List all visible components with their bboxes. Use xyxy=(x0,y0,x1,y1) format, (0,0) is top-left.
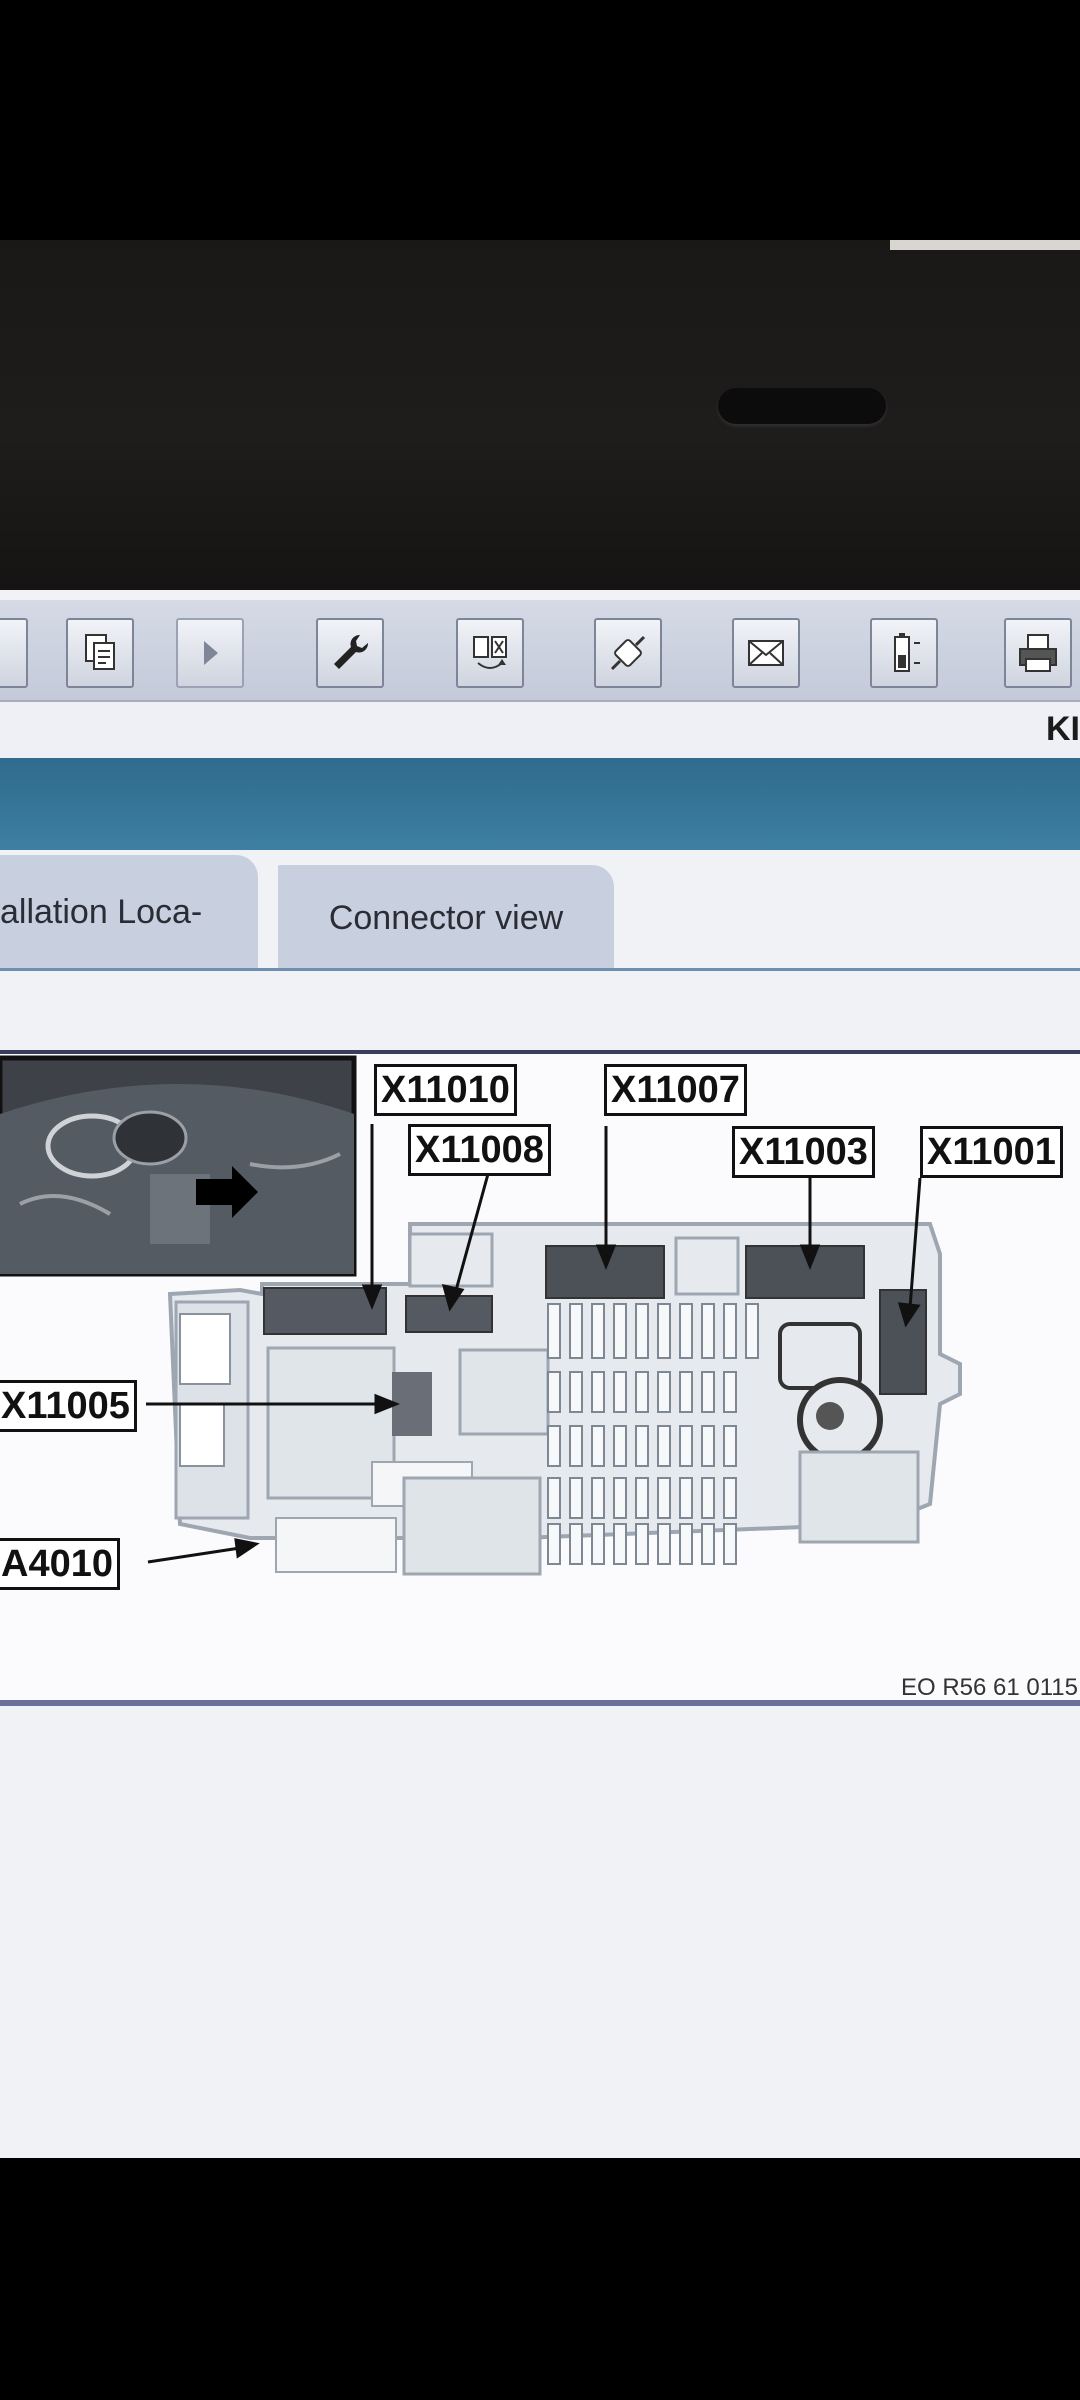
connection-button[interactable] xyxy=(594,618,662,688)
fuse-slot xyxy=(657,1371,671,1413)
fuse-slot xyxy=(547,1523,561,1565)
tab-bar: allation Loca- Connector view xyxy=(0,855,1080,985)
fuse-slot xyxy=(657,1477,671,1519)
toolbar-button-partial[interactable] xyxy=(0,618,28,688)
monitor-camera xyxy=(718,388,886,424)
accent-band xyxy=(0,758,1080,850)
fuse-slot xyxy=(723,1371,737,1413)
fuse-slot xyxy=(635,1425,649,1467)
fuse-slot xyxy=(701,1425,715,1467)
fuse-slot xyxy=(723,1303,737,1359)
fuse-rows xyxy=(547,1303,759,1565)
bezel-highlight xyxy=(890,240,1080,250)
fuse-slot xyxy=(701,1371,715,1413)
fuse-slot xyxy=(657,1303,671,1359)
fuse-slot xyxy=(569,1425,583,1467)
play-icon xyxy=(204,641,218,665)
tab-label: allation Loca- xyxy=(0,892,203,931)
fuse-slot xyxy=(591,1477,605,1519)
fuse-slot xyxy=(679,1303,693,1359)
fuse-slot xyxy=(701,1477,715,1519)
connector-label-x11003: X11003 xyxy=(732,1126,875,1178)
fuse-box-drawing xyxy=(0,1055,962,1576)
fuse-slot xyxy=(591,1303,605,1359)
fuse-box-body xyxy=(167,1222,962,1576)
connector-label-a4010: A4010 xyxy=(0,1538,120,1590)
leader-lines xyxy=(146,1124,922,1564)
battery-button[interactable] xyxy=(870,618,938,688)
fuse-slot xyxy=(635,1523,649,1565)
dashboard-inset-image xyxy=(0,1055,357,1277)
fuse-slot xyxy=(547,1303,561,1359)
fuse-slot xyxy=(569,1523,583,1565)
fuse-slot xyxy=(613,1371,627,1413)
tab-divider xyxy=(0,968,1080,971)
connector-label-x11008: X11008 xyxy=(408,1124,551,1176)
fuse-slot xyxy=(613,1425,627,1467)
mail-icon xyxy=(748,640,784,666)
fuse-slot xyxy=(679,1425,693,1467)
printer-icon xyxy=(1019,634,1057,672)
fuse-slot xyxy=(547,1477,561,1519)
fuse-slot xyxy=(635,1477,649,1519)
application-screen: KI allation Loca- Connector view xyxy=(0,590,1080,2158)
fuse-slot xyxy=(635,1371,649,1413)
fuse-slot xyxy=(679,1523,693,1565)
fuse-slot xyxy=(679,1477,693,1519)
battery-icon xyxy=(894,633,920,672)
fuse-slot xyxy=(569,1303,583,1359)
play-button[interactable] xyxy=(176,618,244,688)
print-button[interactable] xyxy=(1004,618,1072,688)
document-list-icon xyxy=(85,634,115,670)
fuse-slot xyxy=(657,1523,671,1565)
diagram-reference-code: EO R56 61 0115 xyxy=(900,1674,1078,1701)
fuse-slot xyxy=(591,1523,605,1565)
connector-label-x11007: X11007 xyxy=(604,1064,747,1116)
fuse-slot xyxy=(657,1425,671,1467)
connector-label-x11005: X11005 xyxy=(0,1380,137,1432)
connector-diagram: X11010 X11007 X11008 X11003 X11001 X1100… xyxy=(0,1050,1080,1704)
fuse-slot xyxy=(701,1523,715,1565)
document-list-button[interactable] xyxy=(66,618,134,688)
wrench-icon xyxy=(334,634,369,669)
connector-label-x11001: X11001 xyxy=(920,1126,1063,1178)
photo-background-bottom xyxy=(0,2158,1080,2400)
fuse-slot xyxy=(591,1425,605,1467)
mail-button[interactable] xyxy=(732,618,800,688)
tab-installation-location[interactable]: allation Loca- xyxy=(0,855,258,969)
fuse-slot xyxy=(591,1371,605,1413)
photo-background-top xyxy=(0,0,1080,240)
connection-icon xyxy=(610,635,646,671)
fuse-slot xyxy=(613,1303,627,1359)
fuse-slot xyxy=(723,1425,737,1467)
tab-connector-view[interactable]: Connector view xyxy=(278,865,614,971)
header-right-text: KI xyxy=(1046,710,1080,748)
fuse-slot xyxy=(613,1523,627,1565)
fuse-slot xyxy=(745,1303,759,1359)
toolbar xyxy=(0,600,1080,702)
service-functions-button[interactable] xyxy=(316,618,384,688)
fuse-slot xyxy=(613,1477,627,1519)
fuse-slot xyxy=(635,1303,649,1359)
fuse-slot xyxy=(569,1371,583,1413)
fuse-slot xyxy=(723,1523,737,1565)
fuse-slot xyxy=(547,1371,561,1413)
monitor-bezel xyxy=(0,240,1080,590)
fuse-slot xyxy=(569,1477,583,1519)
fuse-slot xyxy=(723,1477,737,1519)
title-strip: KI xyxy=(0,702,1080,758)
module-swap-icon xyxy=(473,636,507,669)
fuse-slot xyxy=(701,1303,715,1359)
connector-label-x11010: X11010 xyxy=(374,1064,517,1116)
fuse-slot xyxy=(679,1371,693,1413)
diagram-divider xyxy=(0,1700,1080,1706)
tab-label: Connector view xyxy=(328,898,564,937)
fuse-slot xyxy=(547,1425,561,1467)
module-swap-button[interactable] xyxy=(456,618,524,688)
